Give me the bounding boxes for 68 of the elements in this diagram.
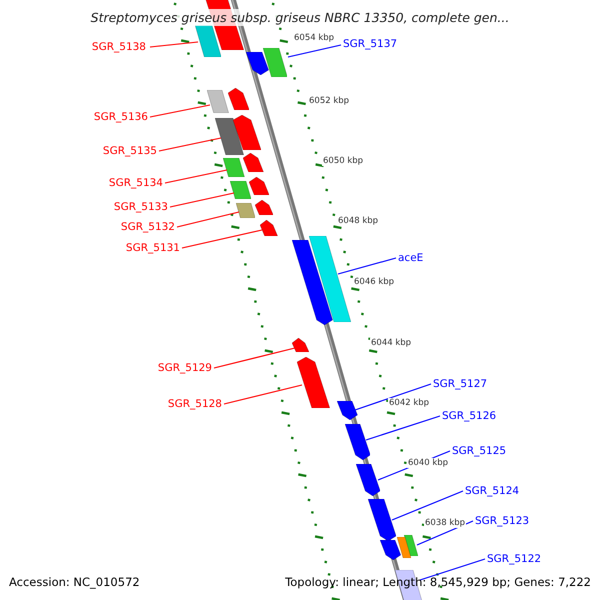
gene-block <box>397 537 412 558</box>
gene-label: SGR_5128 <box>168 398 222 411</box>
leader-line <box>392 490 464 520</box>
info-text: Accession: NC_010572 <box>9 575 140 589</box>
leader-line <box>288 44 342 58</box>
leader-line <box>176 211 240 228</box>
gene-block <box>215 118 244 155</box>
scale-label: 6048 kbp <box>337 216 380 226</box>
leader-line <box>224 384 302 405</box>
gene-block <box>246 52 269 75</box>
leader-line <box>338 257 396 275</box>
gene-label: SGR_5129 <box>158 362 212 375</box>
gene-block <box>297 357 330 408</box>
scale-label: 6046 kbp <box>353 277 396 287</box>
gene-block <box>345 424 370 460</box>
gene-block <box>207 90 229 113</box>
leader-line <box>164 169 228 184</box>
gene-label: SGR_5134 <box>108 177 163 190</box>
leader-line <box>182 229 262 249</box>
leader-line <box>420 558 486 581</box>
gene-block <box>263 48 288 77</box>
gene-block <box>260 220 278 236</box>
gene-label: SGR_5125 <box>452 445 506 458</box>
gene-label: SGR_5138 <box>92 41 146 54</box>
gene-block <box>380 540 401 560</box>
gene-block <box>233 115 262 150</box>
gene-label: SGR_5136 <box>94 111 148 124</box>
scale-label: 6040 kbp <box>407 458 450 468</box>
leader-line <box>416 520 474 546</box>
scale-label: 6042 kbp <box>388 398 430 408</box>
gene-block <box>309 236 351 322</box>
scale-label: 6050 kbp <box>322 156 364 166</box>
gene-label: aceE <box>398 252 424 265</box>
gene-block <box>337 401 358 420</box>
gene-block <box>356 464 380 496</box>
gene-label: SGR_5133 <box>114 201 168 214</box>
scale-label: 6044 kbp <box>370 338 412 348</box>
leader-line <box>150 41 198 48</box>
gene-label: SGR_5137 <box>343 38 398 51</box>
gene-label: SGR_5124 <box>465 485 520 498</box>
leader-line <box>214 347 296 369</box>
scale-label: 6038 kbp <box>424 518 466 528</box>
leader-line <box>170 192 234 208</box>
gene-label: SGR_5126 <box>442 410 496 423</box>
gene-label: SGR_5127 <box>433 378 488 391</box>
gene-label: SGR_5122 <box>487 553 542 566</box>
gene-block <box>223 158 244 177</box>
gene-label: SGR_5123 <box>475 515 530 528</box>
gene-block <box>236 203 256 218</box>
gene-label: SGR_5135 <box>102 145 157 158</box>
leader-line <box>150 104 210 118</box>
leader-line <box>366 415 440 441</box>
gene-block <box>243 153 264 172</box>
gene-label: SGR_5132 <box>120 221 175 234</box>
leader-line <box>158 137 222 152</box>
scale-label: 6054 kbp <box>293 33 336 43</box>
gene-block <box>292 240 333 325</box>
gene-block <box>230 181 252 199</box>
gene-block <box>255 200 274 215</box>
gene-block <box>404 535 418 556</box>
gene-block <box>249 177 270 195</box>
leader-line <box>354 383 432 411</box>
gene-label: SGR_5131 <box>126 242 180 255</box>
info-text: Topology: linear; Length: 8,545,929 bp; Genes: 7,222 <box>285 575 591 589</box>
gene-block <box>195 25 222 57</box>
scale-label: 6052 kbp <box>308 96 350 106</box>
gene-block <box>228 88 250 110</box>
gene-block <box>292 338 310 352</box>
